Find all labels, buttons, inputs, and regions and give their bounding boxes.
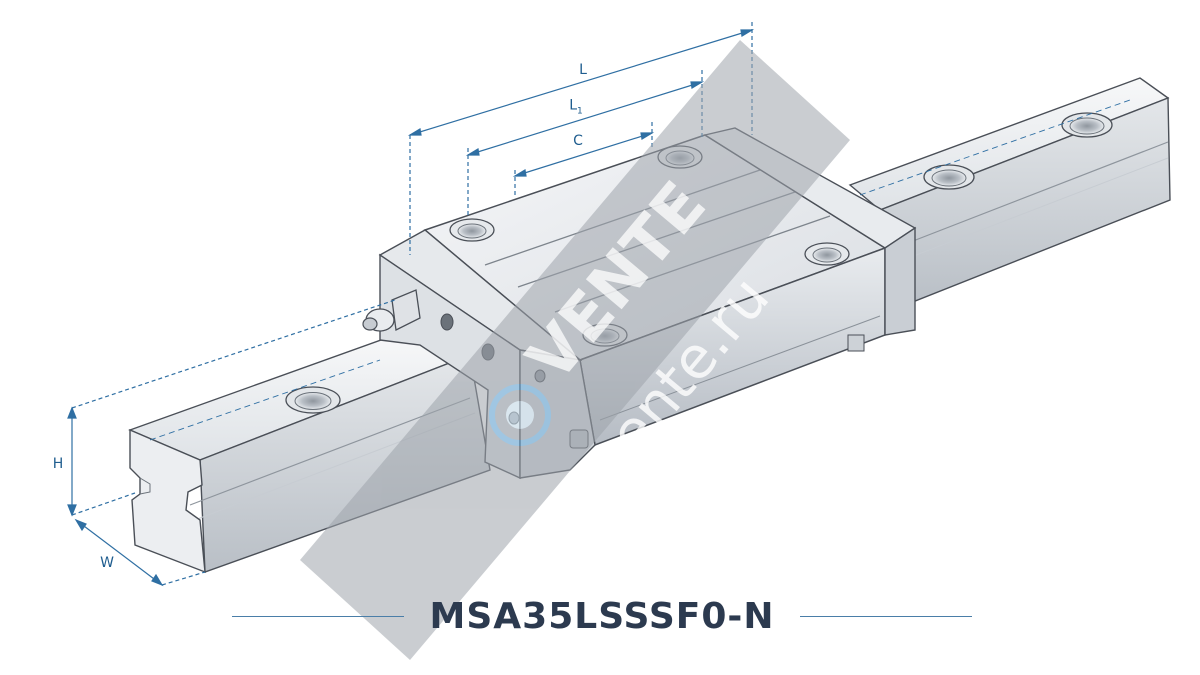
model-title-row: MSA35LSSSF0-N xyxy=(232,590,973,642)
dimension-label-H: H xyxy=(52,456,64,472)
grease-nipple xyxy=(362,289,421,332)
dimension-label-L: L xyxy=(579,62,587,78)
title-rule-left xyxy=(232,615,404,617)
dimension-label-W: W xyxy=(100,555,114,571)
dimension-label-L1: L1 xyxy=(569,97,583,117)
model-number-title: MSA35LSSSF0-N xyxy=(429,595,775,637)
rail-mounting-hole xyxy=(923,164,975,190)
title-rule-right xyxy=(800,615,973,617)
block-mounting-hole xyxy=(449,218,495,242)
block-mounting-hole xyxy=(804,242,850,266)
watermark xyxy=(300,40,850,660)
dimension-label-C: C xyxy=(573,133,583,149)
rail-mounting-hole xyxy=(285,386,341,414)
dimension-lines xyxy=(67,22,1131,587)
rail-mounting-hole xyxy=(1061,112,1113,138)
watermark-logo-icon xyxy=(489,384,551,446)
